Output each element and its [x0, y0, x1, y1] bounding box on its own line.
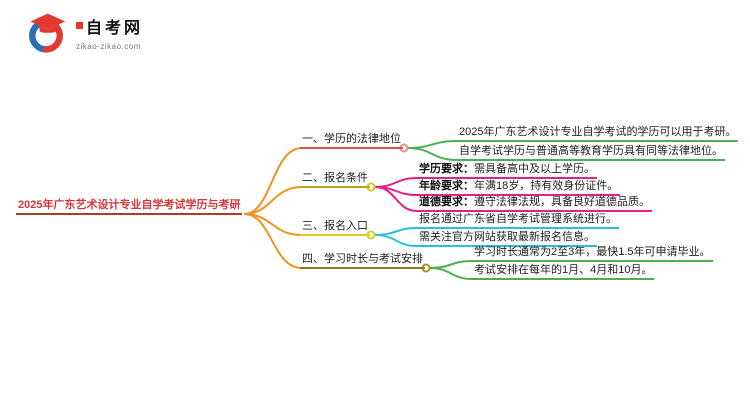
- leaf-node[interactable]: 需关注官方网站获取最新报名信息。: [417, 231, 597, 247]
- main-topic-text: 2025年广东艺术设计专业自学考试学历与考研: [18, 199, 241, 211]
- branch-3-label[interactable]: 三、报名入口: [300, 220, 370, 236]
- logo-domain: zikao-zikao.com: [76, 41, 141, 51]
- leaf-prefix: 道德要求：: [419, 196, 474, 208]
- leaf-text: 2025年广东艺术设计专业自学考试的学历可以用于考研。: [459, 126, 737, 138]
- leaf-node[interactable]: 报名通过广东省自学考试管理系统进行。: [417, 213, 619, 229]
- branch-2-label[interactable]: 二、报名条件: [300, 172, 370, 188]
- leaf-node[interactable]: 道德要求：遵守法律法规，具备良好道德品质。: [417, 196, 652, 212]
- logo-title: 自考网: [76, 14, 143, 38]
- branch-label-text: 一、学历的法律地位: [302, 133, 401, 145]
- leaf-node[interactable]: 自学考试学历与普通高等教育学历具有同等法律地位。: [457, 145, 725, 161]
- logo-bullet-icon: [76, 22, 83, 29]
- branch-label-text: 四、学习时长与考试安排: [302, 253, 423, 265]
- leaf-prefix: 学历要求：: [419, 163, 474, 175]
- leaf-node[interactable]: 考试安排在每年的1月、4月和10月。: [472, 264, 655, 280]
- branch-label-text: 二、报名条件: [302, 172, 368, 184]
- leaf-prefix: 年龄要求：: [419, 180, 474, 192]
- graduation-cap-icon: [29, 13, 66, 53]
- leaf-node[interactable]: 学习时长通常为2至3年，最快1.5年可申请毕业。: [472, 246, 713, 262]
- leaf-text: 年满18岁，持有效身份证件。: [474, 180, 619, 192]
- leaf-text: 考试安排在每年的1月、4月和10月。: [474, 264, 653, 276]
- leaf-node[interactable]: 2025年广东艺术设计专业自学考试的学历可以用于考研。: [457, 126, 739, 142]
- branch-1-label[interactable]: 一、学历的法律地位: [300, 133, 403, 149]
- branch-4-label[interactable]: 四、学习时长与考试安排: [300, 253, 425, 269]
- main-topic-node[interactable]: 2025年广东艺术设计专业自学考试学历与考研: [16, 199, 243, 215]
- leaf-text: 需具备高中及以上学历。: [474, 163, 595, 175]
- leaf-node[interactable]: 年龄要求：年满18岁，持有效身份证件。: [417, 180, 621, 196]
- logo-name-text: 自考网: [86, 19, 144, 37]
- leaf-text: 遵守法律法规，具备良好道德品质。: [474, 196, 650, 208]
- leaf-text: 需关注官方网站获取最新报名信息。: [419, 231, 595, 243]
- leaf-text: 自学考试学历与普通高等教育学历具有同等法律地位。: [459, 145, 723, 157]
- leaf-node[interactable]: 学历要求：需具备高中及以上学历。: [417, 163, 597, 179]
- leaf-text: 报名通过广东省自学考试管理系统进行。: [419, 213, 617, 225]
- branch-label-text: 三、报名入口: [302, 220, 368, 232]
- site-logo: 自考网 zikao-zikao.com: [24, 10, 143, 54]
- leaf-text: 学习时长通常为2至3年，最快1.5年可申请毕业。: [474, 246, 711, 258]
